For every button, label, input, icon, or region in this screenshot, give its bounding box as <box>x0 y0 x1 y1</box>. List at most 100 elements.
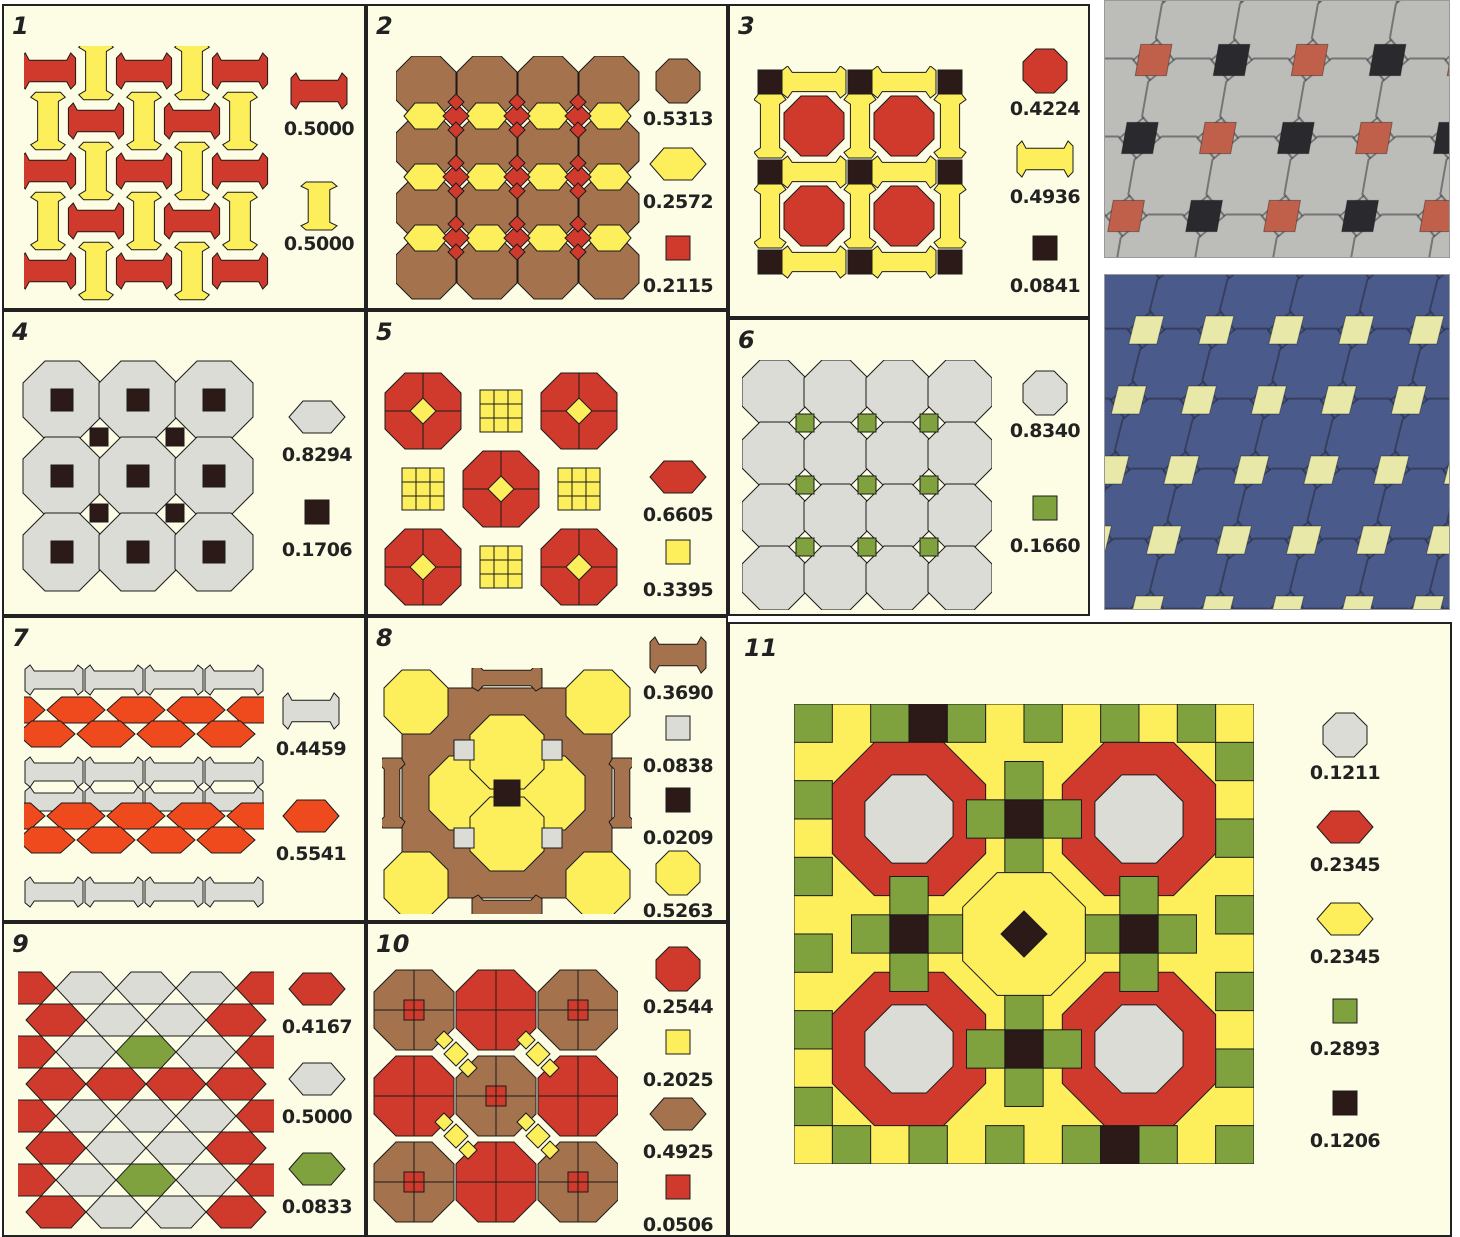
octagon-tile <box>1095 775 1183 863</box>
hexagon-swatch <box>643 1089 713 1139</box>
octagon-swatch <box>643 848 713 898</box>
bone-swatch <box>284 66 354 116</box>
hexagon-tile <box>1317 811 1373 843</box>
square-swatch <box>643 527 713 577</box>
legend-value: 0.5263 <box>633 900 723 922</box>
square-tile <box>508 546 522 560</box>
paver-square <box>1420 200 1450 231</box>
square-tile <box>1005 991 1043 1029</box>
hexagon-tile <box>176 1100 236 1132</box>
bone-swatch <box>1010 134 1080 184</box>
square-tile <box>586 496 600 510</box>
octagon-swatch <box>1010 368 1080 418</box>
legend-value: 0.3690 <box>633 682 723 704</box>
hexagon-swatch <box>1310 802 1380 852</box>
hexagon-tile <box>86 1068 146 1100</box>
square-tile <box>203 541 225 563</box>
panel-number: 1 <box>12 12 29 40</box>
tile-pattern-7 <box>24 664 264 908</box>
octagon-tile <box>656 947 700 991</box>
square-tile <box>90 504 108 522</box>
hexagon-tile <box>77 827 135 853</box>
panel-number: 4 <box>12 318 29 346</box>
square-tile <box>203 389 225 411</box>
square-tile <box>494 404 508 418</box>
paver-square <box>1213 44 1250 75</box>
square-tile <box>909 704 947 742</box>
square-tile <box>928 915 966 953</box>
legend-item: 0.2025 <box>633 1017 723 1091</box>
square-tile <box>480 560 494 574</box>
square-swatch <box>1310 986 1380 1036</box>
legend-item: 0.3690 <box>633 630 723 704</box>
tile-pattern-1 <box>24 46 274 301</box>
legend-11: 0.12110.23450.23450.28930.1206 <box>1300 710 1390 1170</box>
hexagon-tile <box>116 1100 176 1132</box>
square-tile <box>430 482 444 496</box>
square-tile <box>480 404 494 418</box>
square-tile <box>851 915 889 953</box>
legend-value: 0.1206 <box>1300 1130 1390 1152</box>
square-tile <box>871 704 909 742</box>
square-tile <box>572 468 586 482</box>
hexagon-tile <box>77 721 135 747</box>
square-tile <box>758 160 782 184</box>
octagon-tile <box>784 96 844 156</box>
hexagon-tile <box>18 1100 56 1132</box>
legend-item: 0.5541 <box>266 791 356 865</box>
square-tile <box>796 538 814 556</box>
tile-pattern-11 <box>794 704 1254 1164</box>
tile-pattern-4 <box>22 360 262 605</box>
octagon-tile <box>1023 371 1067 415</box>
square-tile <box>558 482 572 496</box>
hexagon-tile <box>206 1004 266 1036</box>
legend-item: 0.4224 <box>1000 46 1090 120</box>
legend-item: 0.0209 <box>633 775 723 849</box>
hexagon-tile <box>236 1036 274 1068</box>
square-tile <box>508 390 522 404</box>
legend-value: 0.0209 <box>633 827 723 849</box>
legend-7: 0.4459 0.5541 <box>266 686 356 896</box>
square-tile <box>890 876 928 914</box>
panel-4: 4 0.82940.1706 <box>2 310 366 616</box>
square-tile <box>796 414 814 432</box>
hexagon-tile <box>26 1196 86 1228</box>
hexagon-tile <box>206 1132 266 1164</box>
paver-square <box>1291 44 1328 75</box>
legend-value: 0.2572 <box>633 191 723 213</box>
square-tile <box>416 468 430 482</box>
legend-value: 0.3395 <box>633 579 723 601</box>
bone-tile <box>116 53 171 89</box>
square-tile <box>890 915 928 953</box>
square-tile <box>542 828 562 848</box>
bone-tile <box>68 203 123 239</box>
bone-tile <box>175 242 210 300</box>
square-tile <box>494 560 508 574</box>
hexagon-tile <box>18 1164 56 1196</box>
hexagon-tile <box>236 1164 274 1196</box>
hexagon-tile <box>26 1004 86 1036</box>
square-tile <box>666 540 690 564</box>
hexagon-tile <box>18 1036 56 1068</box>
square-tile <box>90 428 108 446</box>
bone-tile <box>24 53 76 89</box>
tile-pattern-6 <box>742 360 992 610</box>
legend-value: 0.4459 <box>266 738 356 760</box>
square-tile <box>542 740 562 760</box>
panel-10: 10 0.25440.20250.49250.0506 <box>366 922 728 1237</box>
legend-value: 0.1660 <box>1000 535 1090 557</box>
bone-tile <box>31 192 66 250</box>
square-tile <box>494 418 508 432</box>
square-tile <box>666 716 690 740</box>
paver-square <box>1277 122 1314 153</box>
octagon-tile <box>1323 713 1367 757</box>
paver-square <box>1355 122 1392 153</box>
square-tile <box>1216 1126 1254 1164</box>
bone-tile <box>85 665 143 695</box>
square-tile <box>938 70 962 94</box>
square-tile <box>166 428 184 446</box>
bone-tile <box>68 103 123 139</box>
hexagon-tile <box>56 1100 116 1132</box>
